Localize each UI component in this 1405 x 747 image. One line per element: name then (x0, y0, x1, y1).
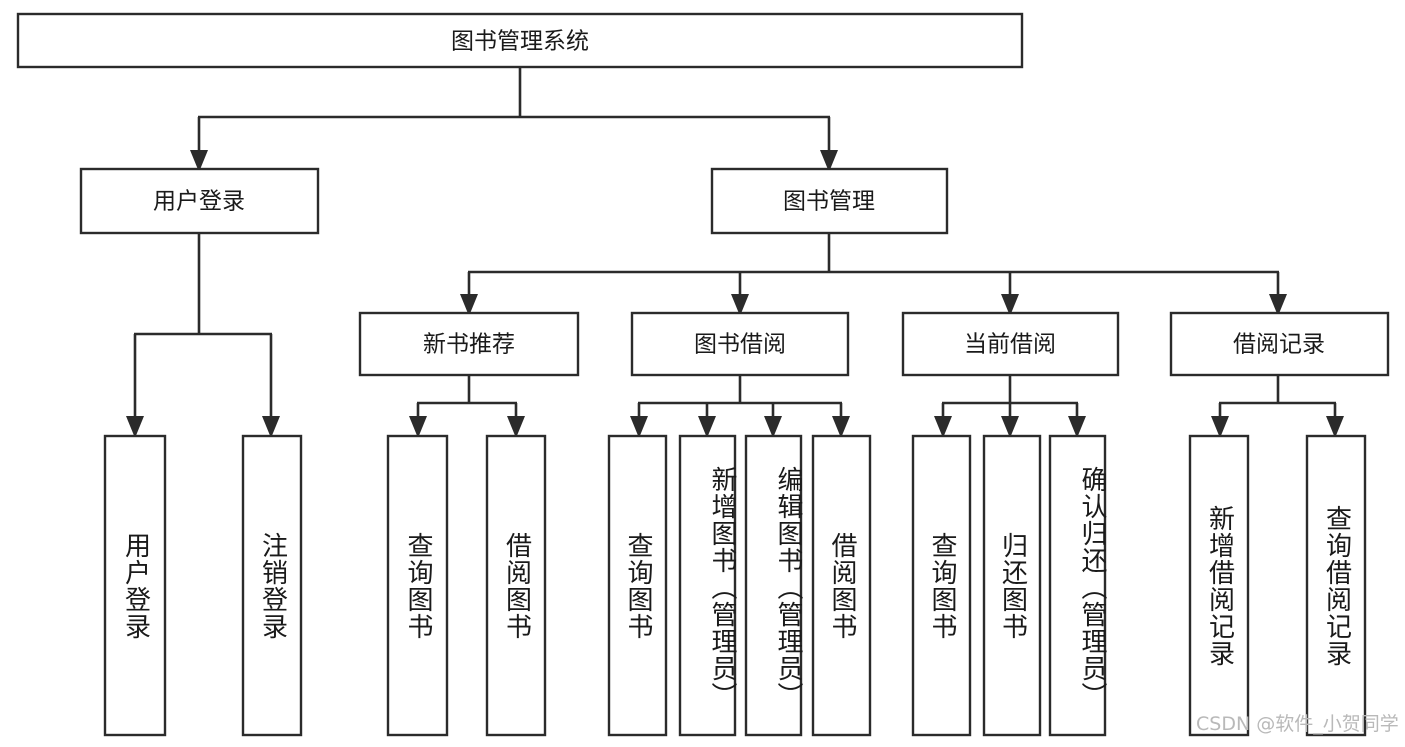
node-book-borrow-label: 图书借阅 (694, 332, 786, 358)
leaf-box-query-book-borrow[interactable] (607, 434, 668, 737)
node-new-book-recommend-box[interactable] (358, 311, 580, 377)
arrowhead-bb-leaf-3 (764, 416, 782, 438)
node-root[interactable]: 图书管理系统 (16, 12, 1024, 69)
arrowhead-borrow-record (1269, 294, 1287, 316)
arrowhead-bb-leaf-1 (630, 416, 648, 438)
leaf-box-confirm-return-admin[interactable] (1048, 434, 1107, 737)
arrowhead-new-book (460, 294, 478, 316)
arrowhead-br-leaf-1 (1211, 416, 1229, 438)
leaf-box-add-book-admin[interactable] (678, 434, 737, 737)
node-book-management[interactable]: 图书管理 (710, 167, 949, 235)
arrowhead-leaf-logout (262, 416, 280, 438)
node-new-book-recommend[interactable]: 新书推荐 (358, 311, 580, 377)
leaf-box-return-book[interactable] (982, 434, 1042, 737)
arrowhead-cb-leaf-3 (1068, 416, 1086, 438)
node-borrow-record-box[interactable] (1169, 311, 1390, 377)
connectors-current-borrow-to-leaves (934, 375, 1086, 438)
leaf-box-edit-book-admin[interactable] (744, 434, 803, 737)
leaf-box-user-login[interactable] (103, 434, 167, 737)
csdn-watermark: CSDN @软件_小贺同学 (1196, 713, 1399, 735)
arrowhead-current-borrow (1001, 294, 1019, 316)
node-new-book-recommend-label: 新书推荐 (423, 332, 515, 358)
node-borrow-record[interactable]: 借阅记录 (1169, 311, 1390, 377)
arrowhead-cb-leaf-2 (1001, 416, 1019, 438)
node-root-box[interactable] (16, 12, 1024, 69)
node-current-borrow-box[interactable] (901, 311, 1120, 377)
leaf-box-query-book-current[interactable] (911, 434, 972, 737)
arrowhead-br-leaf-2 (1326, 416, 1344, 438)
leaf-box-logout[interactable] (241, 434, 303, 737)
node-root-label: 图书管理系统 (451, 29, 589, 55)
arrowhead-user-login (190, 150, 208, 172)
arrowhead-bb-leaf-4 (832, 416, 850, 438)
node-book-management-box[interactable] (710, 167, 949, 235)
node-book-borrow-box[interactable] (630, 311, 850, 377)
arrowhead-nb-leaf-2 (507, 416, 525, 438)
arrowhead-cb-leaf-1 (934, 416, 952, 438)
node-current-borrow[interactable]: 当前借阅 (901, 311, 1120, 377)
node-current-borrow-label: 当前借阅 (964, 332, 1056, 358)
connectors-borrow-record-to-leaves (1211, 375, 1344, 438)
node-user-login-label: 用户登录 (153, 189, 245, 215)
connectors-new-book-to-leaves (409, 375, 525, 438)
node-borrow-record-label: 借阅记录 (1233, 332, 1325, 358)
leaf-box-query-borrow-record[interactable] (1305, 434, 1367, 737)
node-user-login-box[interactable] (79, 167, 320, 235)
leaf-box-add-borrow-record[interactable] (1188, 434, 1250, 737)
arrowhead-nb-leaf-1 (409, 416, 427, 438)
connectors-root-to-level2 (190, 67, 838, 172)
arrowhead-book-mgmt (820, 150, 838, 172)
arrowhead-bb-leaf-2 (698, 416, 716, 438)
node-user-login[interactable]: 用户登录 (79, 167, 320, 235)
arrowhead-leaf-user-login (126, 416, 144, 438)
connectors-book-mgmt-to-level3 (460, 233, 1287, 316)
arrowhead-book-borrow (731, 294, 749, 316)
node-book-borrow[interactable]: 图书借阅 (630, 311, 850, 377)
leaf-box-query-book-new[interactable] (386, 434, 449, 737)
connectors-book-borrow-to-leaves (630, 375, 850, 438)
connectors-user-login-to-leaves (126, 233, 280, 438)
node-book-management-label: 图书管理 (783, 189, 875, 215)
leaf-box-borrow-book-new[interactable] (485, 434, 547, 737)
leaf-box-borrow-book[interactable] (811, 434, 872, 737)
leaf-boxes (103, 434, 1367, 737)
